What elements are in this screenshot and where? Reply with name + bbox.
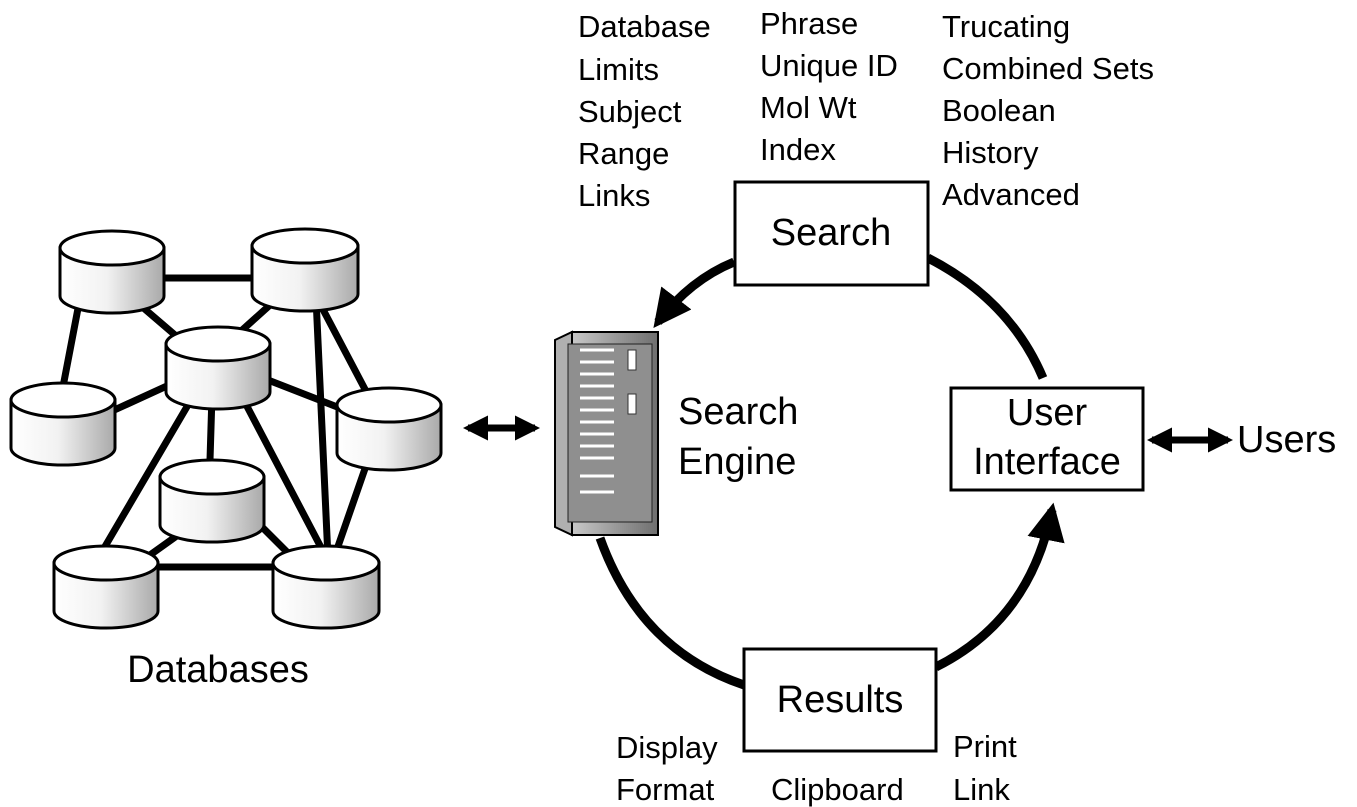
users-label: Users	[1237, 419, 1336, 461]
database-cylinder-left	[9, 381, 117, 467]
search-option: Links	[578, 178, 650, 213]
user-interface-label-line2: Interface	[973, 441, 1121, 483]
search-to-engine-arrow	[653, 257, 736, 329]
results-to-interface-arrow	[933, 502, 1065, 672]
result-option: Link	[953, 772, 1010, 807]
result-option: Display	[616, 730, 718, 765]
search-option: Limits	[578, 52, 659, 87]
database-cylinder-bottom-left	[52, 544, 160, 630]
search-option: Advanced	[942, 177, 1080, 212]
search-option: Mol Wt	[760, 90, 857, 125]
results-box-label: Results	[777, 679, 904, 721]
search-option: Phrase	[760, 6, 858, 41]
search-engine-server-icon	[554, 330, 659, 537]
search-option: Subject	[578, 94, 682, 129]
database-cylinder-bottom-right	[271, 544, 381, 630]
user-interface-box	[949, 386, 1145, 492]
database-network-links	[58, 274, 372, 571]
database-cylinder-top-right	[250, 227, 360, 313]
search-option: Boolean	[942, 93, 1056, 128]
search-option: Combined Sets	[942, 51, 1154, 86]
search-loop	[595, 253, 1065, 690]
databases-label: Databases	[127, 649, 309, 691]
engine-to-results-arc	[595, 536, 746, 690]
search-option: Range	[578, 136, 669, 171]
search-option: Database	[578, 9, 711, 44]
search-option: Unique ID	[760, 48, 898, 83]
search-box	[733, 180, 930, 287]
search-option: Index	[760, 132, 836, 167]
search-engine-label-line2: Engine	[678, 441, 796, 483]
result-option: Format	[616, 772, 715, 807]
result-option: Clipboard	[771, 772, 904, 807]
database-cylinder-center	[164, 325, 272, 411]
database-cylinder-lower-center	[158, 458, 266, 544]
result-options: Display Format Clipboard Print Link	[616, 729, 1017, 807]
search-options-column-2: Phrase Unique ID Mol Wt Index	[760, 6, 898, 167]
user-interface-label-line1: User	[1007, 392, 1088, 434]
interface-to-search-arc	[925, 253, 1048, 380]
database-cylinder-right	[335, 386, 443, 472]
database-cylinder-top-left	[58, 229, 166, 315]
results-box	[742, 647, 938, 753]
search-option: History	[942, 135, 1039, 170]
search-options-column-1: Database Limits Subject Range Links	[578, 9, 711, 213]
result-option: Print	[953, 729, 1017, 764]
search-box-label: Search	[771, 212, 891, 254]
search-engine-label-line1: Search	[678, 391, 798, 433]
search-options-column-3: Trucating Combined Sets Boolean History …	[942, 9, 1154, 212]
search-option: Trucating	[942, 9, 1070, 44]
